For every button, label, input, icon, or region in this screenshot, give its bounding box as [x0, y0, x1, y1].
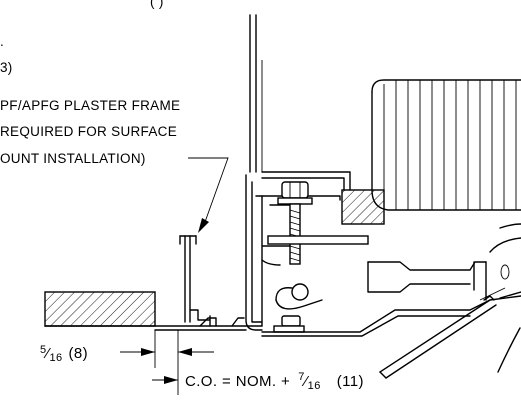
- dim-co-slash: ⁄: [301, 373, 310, 390]
- dim-left-den: 16: [49, 352, 62, 364]
- dim-left-num: 5: [40, 344, 47, 356]
- plaster-frame: [179, 235, 211, 327]
- dim-left-mm: (8): [68, 345, 88, 362]
- dim-left-label: 5⁄16 (8): [40, 344, 88, 364]
- dim-left-slash: ⁄: [43, 345, 52, 362]
- callout-arrowhead: [198, 218, 209, 233]
- dim-co-prefix: C.O. = NOM. +: [185, 373, 290, 390]
- callout-line-1: PF/APFG PLASTER FRAME: [0, 98, 180, 113]
- top-fragment-text: ( ): [150, 0, 164, 9]
- dim-co-mm: (11): [337, 373, 364, 390]
- left-dot-text: .: [0, 34, 4, 49]
- ribbed-housing: [371, 79, 521, 211]
- callout-line-3: OUNT INSTALLATION): [0, 151, 146, 166]
- dim-co-arrowhead: [164, 376, 178, 384]
- fixture-body: [367, 223, 521, 301]
- ceiling-hatch-left: [44, 291, 156, 327]
- callout-leader: [188, 157, 229, 223]
- bolt-icon: [277, 181, 313, 265]
- callout-line-2: REQUIRED FOR SURFACE: [0, 124, 177, 139]
- dim-arrowhead-right: [178, 348, 192, 356]
- frame-flange-2: [231, 317, 245, 327]
- spring-clip-icon: [273, 283, 323, 333]
- dim-co-label: C.O. = NOM. + 7⁄16 (11): [185, 371, 364, 392]
- dim-co-den: 16: [308, 380, 321, 392]
- hatched-block-top: [341, 189, 385, 225]
- reflector: [261, 287, 521, 379]
- left-paren-text: 3): [0, 60, 13, 75]
- frame-flange: [199, 317, 217, 327]
- clamp-plate: [267, 235, 369, 245]
- dim-arrowhead-left: [141, 348, 155, 356]
- dim-co-num: 7: [298, 371, 305, 383]
